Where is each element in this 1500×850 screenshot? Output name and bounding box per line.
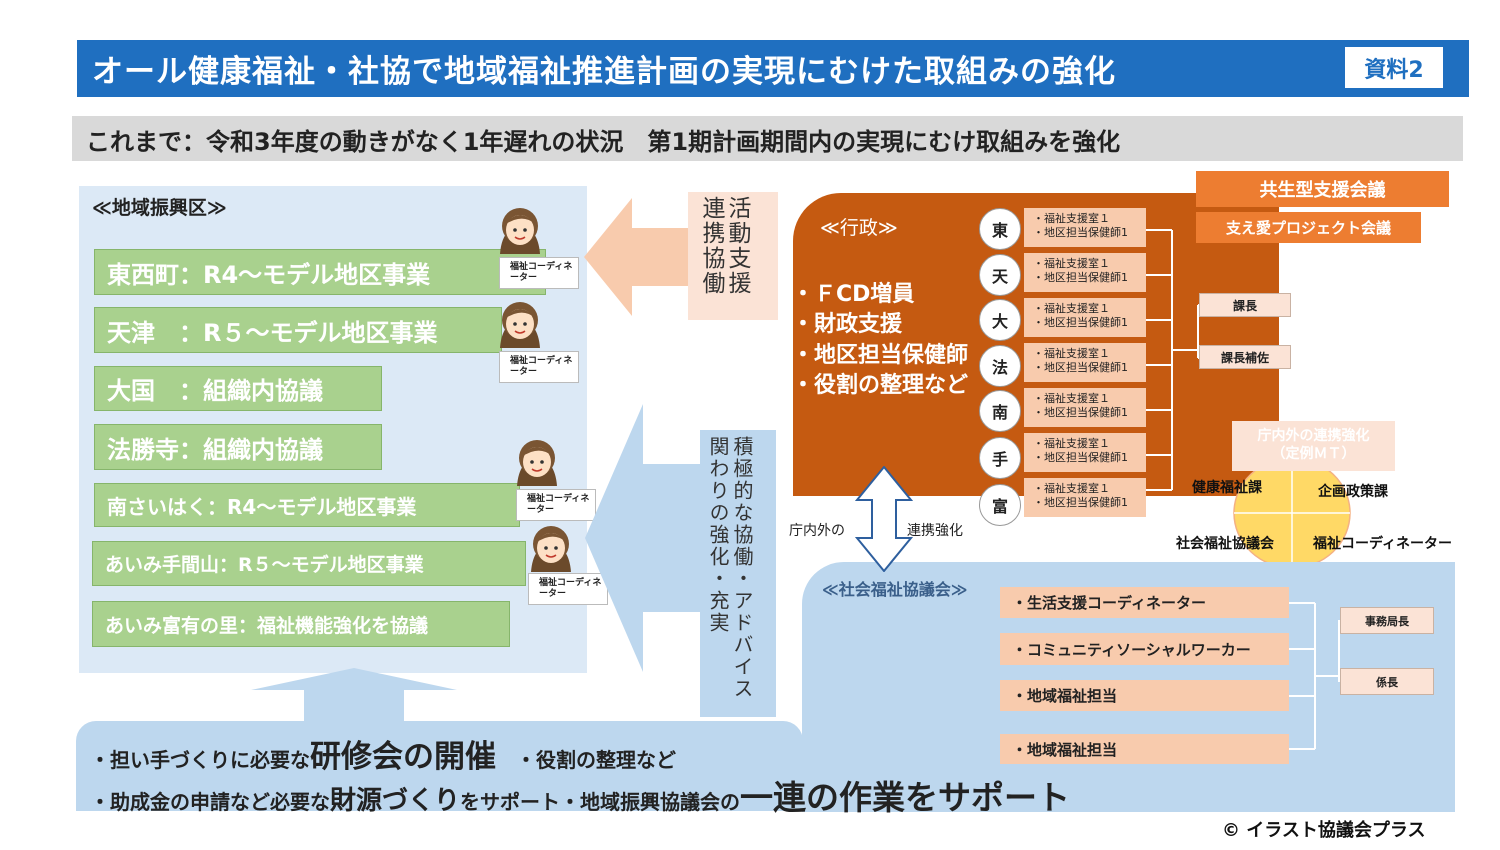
quadrant-label: 福祉コーディネーター [1313,536,1453,552]
staff-box: ・福祉支援室１・地区担当保健師1 [1024,253,1146,292]
collaboration-text: 積極的な協働・アドバイス 関わりの強化・充実 [706,436,754,722]
bottom-line-2: ・助成金の申請など必要な財源づくりをサポート・地域振興協議会の一連の作業をサポー… [90,778,1071,817]
quadrant-label: 健康福祉課 [1192,480,1262,496]
rank-box: 事務局長 [1340,607,1434,634]
rank-box: 課長補佐 [1199,345,1291,369]
staff-box: ・福祉支援室１・地区担当保健師1 [1024,433,1146,472]
swc-item: ・生活支援コーディネーター [1000,587,1289,618]
bottom-band [76,721,803,811]
coordinator-label: 福祉コーディネーター [516,489,596,521]
coordinator-label: 福祉コーディネーター [499,257,579,289]
rank-box: 課長 [1199,293,1291,317]
district-item: 大国 ：組織内協議 [94,366,382,411]
bottom-line-1: ・担い手づくりに必要な研修会の開催 ・役割の整理など [90,739,676,775]
staff-box: ・福祉支援室１・地区担当保健師1 [1024,478,1146,517]
swc-item: ・地域福祉担当 [1000,734,1289,764]
staff-box: ・福祉支援室１・地区担当保健師1 [1024,298,1146,337]
staff-box: ・福祉支援室１・地区担当保健師1 [1024,343,1146,382]
admin-item: ・役割の整理など [792,373,969,398]
up-arrow-icon [251,668,457,723]
area-badge: 法 [979,345,1021,387]
copyright: © イラスト協議会プラス [1222,820,1426,841]
double-arrow-icon [855,466,913,572]
support-text: 活動支援 連携協働 [698,196,750,321]
coordinator-avatar-icon [517,440,557,486]
district-item: 法勝寺：組織内協議 [94,424,382,470]
district-item: あいみ手間山：R５～モデル地区事業 [92,541,526,586]
district-item: 東西町：R4～モデル地区事業 [94,249,546,295]
support-text-box [688,192,778,320]
admin-item: ・地区担当保健師 [792,343,969,368]
page-title: オール健康福祉・社協で地域福祉推進計画の実現にむけた取組みの強化 [92,54,1116,90]
area-badge: 手 [979,437,1021,479]
district-item: 南さいはく：R4～モデル地区事業 [94,483,520,527]
area-badge: 富 [979,484,1021,526]
admin-title: ≪行政≫ [820,217,898,239]
admin-item: ・ＦCD増員 [792,282,915,307]
collaboration-text-box [700,430,776,717]
title-bar [77,40,1469,97]
admin-item: ・財政支援 [792,312,903,337]
area-badge: 南 [979,390,1021,432]
swc-connector-lines [1289,602,1340,750]
coordinator-avatar-icon [500,302,540,348]
district-item: 天津 ：R５～モデル地区事業 [94,307,502,353]
document-badge: 資料2 [1343,45,1445,90]
collaboration-arrow-icon [585,404,700,672]
meeting-tag: 共生型支援会議 [1196,171,1449,207]
area-badge: 天 [979,254,1021,296]
area-badge: 大 [979,299,1021,341]
subtitle: これまで：令和3年度の動きがなく1年遅れの状況 第1期計画期間内の実現にむけ取組… [86,128,1121,156]
subtitle-bar [72,116,1463,161]
coordinator-label: 福祉コーディネーター [499,351,579,383]
support-arrow-icon [584,198,688,316]
coordinator-label: 福祉コーディネーター [528,573,608,605]
quadrant-label: 企画政策課 [1318,484,1388,500]
meeting-tag: 支え愛プロジェクト会議 [1196,212,1421,243]
quadrant-label: 社会福祉協議会 [1176,536,1274,552]
mt-box: 庁内外の連携強化 （定例ＭＴ） [1232,421,1395,471]
district-item: あいみ富有の里：福祉機能強化を協議 [92,601,510,647]
staff-box: ・福祉支援室１・地区担当保健師1 [1024,388,1146,427]
swc-title: ≪社会福祉協議会≫ [822,580,968,599]
rank-box: 係長 [1340,668,1434,695]
link-label-left: 庁内外の [789,523,845,539]
region-title: ≪地域振興区≫ [92,197,227,219]
link-label-right: 連携強化 [907,523,963,539]
swc-item: ・コミュニティソーシャルワーカー [1000,633,1289,665]
swc-item: ・地域福祉担当 [1000,680,1289,711]
area-badge: 東 [979,208,1021,250]
coordinator-avatar-icon [531,526,571,572]
staff-box: ・福祉支援室１・地区担当保健師1 [1024,208,1146,247]
coordinator-avatar-icon [500,208,540,254]
